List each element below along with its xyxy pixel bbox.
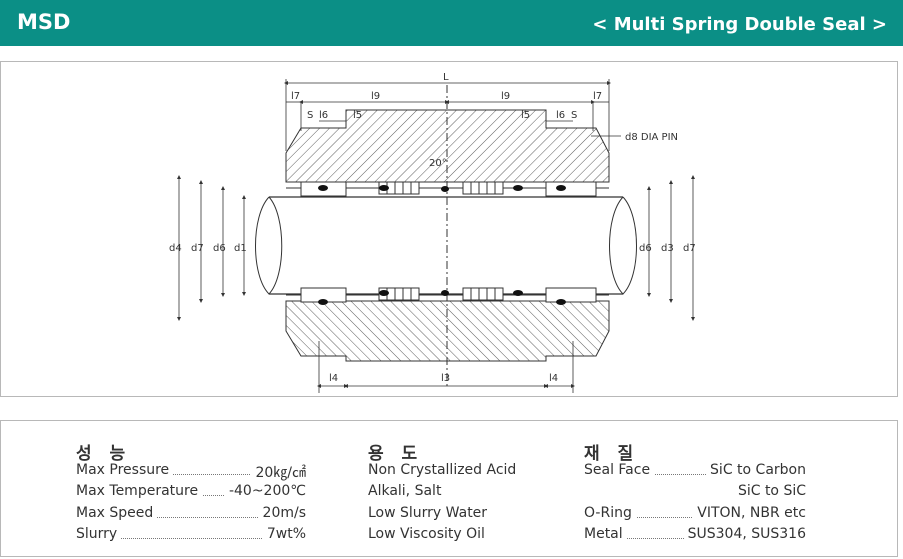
seal-cross-section-drawing: L l7 l9 l9 l7 S l6 l5 l5 l6 S 20° d8 DIA…: [169, 72, 696, 393]
dim-l5-right: l5: [521, 110, 530, 121]
material-title: 재 질: [584, 444, 640, 464]
dim-l9-right: l9: [501, 91, 510, 102]
product-name: < Multi Spring Double Seal >: [592, 14, 887, 35]
dim-d6-right: d6: [639, 243, 652, 254]
dim-L: L: [443, 72, 449, 83]
dim-s-right: S: [571, 110, 577, 121]
dim-l4-right: l4: [549, 373, 558, 384]
dim-l4-left: l4: [329, 373, 338, 384]
dim-l5-left: l5: [353, 110, 362, 121]
application-item: Non Crystallized Acid: [368, 462, 517, 478]
performance-title: 성 능: [76, 444, 132, 464]
dim-l7-left: l7: [291, 91, 300, 102]
dim-d1: d1: [234, 243, 247, 254]
application-title: 용 도: [368, 444, 424, 464]
dim-l6-right: l6: [556, 110, 565, 121]
dim-d7-left: d7: [191, 243, 204, 254]
spec-row: Max Temperature-40~200℃: [76, 483, 306, 499]
dim-l9-left: l9: [371, 91, 380, 102]
drawing-panel: L l7 l9 l9 l7 S l6 l5 l5 l6 S 20° d8 DIA…: [0, 61, 898, 397]
product-code: MSD: [17, 10, 71, 34]
dim-d6-left: d6: [213, 243, 226, 254]
dim-d3: d3: [661, 243, 674, 254]
dim-d7-right: d7: [683, 243, 696, 254]
pin-note: d8 DIA PIN: [625, 132, 678, 143]
shaft: [269, 196, 623, 295]
header-bar: MSD < Multi Spring Double Seal >: [0, 0, 903, 46]
dim-s-left: S: [307, 110, 313, 121]
application-item: Low Slurry Water: [368, 505, 488, 521]
application-item: Low Viscosity Oil: [368, 526, 485, 542]
spec-row: SiC to SiC: [584, 483, 806, 503]
dim-angle: 20°: [429, 158, 447, 169]
dim-l7-right: l7: [593, 91, 602, 102]
application-item: Alkali, Salt: [368, 483, 442, 499]
dim-l3: l3: [441, 373, 450, 384]
dim-d4: d4: [169, 243, 182, 254]
dim-l6-left: l6: [319, 110, 328, 121]
